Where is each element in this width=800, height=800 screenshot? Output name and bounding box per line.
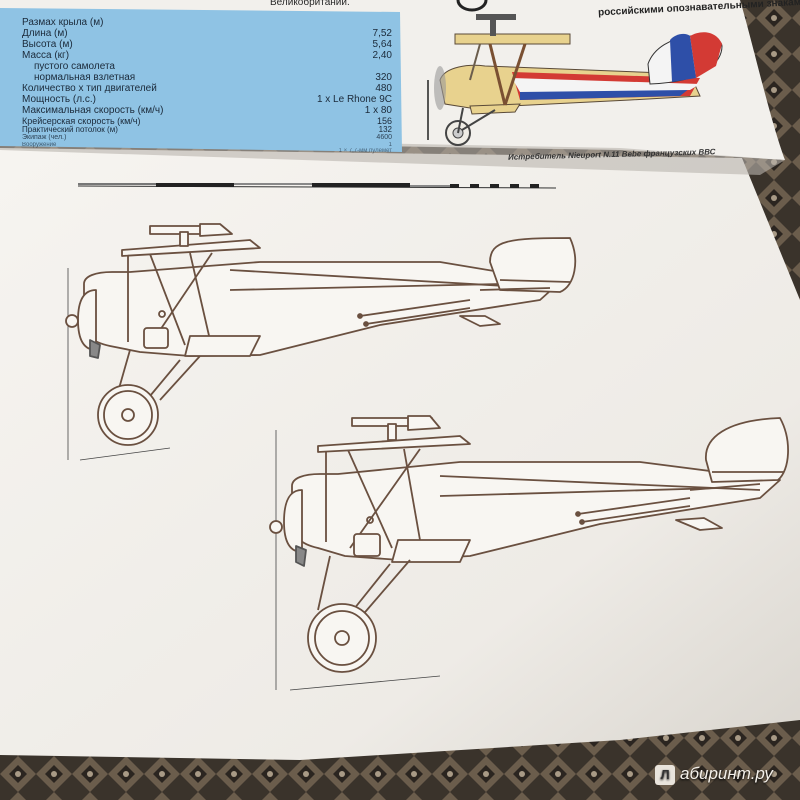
spec-label: пустого самолета (34, 61, 115, 72)
spec-label: Мощность (л.с.) (22, 94, 96, 105)
spec-label: нормальная взлетная (34, 72, 136, 83)
spec-label: Практический потолок (м) (22, 125, 118, 134)
watermark-text: абиринт.ру (680, 764, 773, 783)
line-drawing-aircraft-2 (269, 415, 789, 691)
scale-bar (77, 183, 557, 189)
spec-label: Максимальная скорость (км/ч) (22, 105, 164, 116)
spec-value: 320 (375, 72, 392, 83)
main-page (0, 148, 800, 760)
spec-label: Высота (м) (22, 39, 73, 50)
spec-value: 156 (376, 116, 392, 126)
watermark-logo-icon: Л (655, 764, 675, 785)
spec-value: 132 (378, 125, 392, 134)
spec-value: 5,64 (372, 39, 392, 50)
spec-label: Вооружение (22, 142, 57, 148)
spec-value: 2,40 (372, 50, 392, 61)
spec-label: Количество х тип двигателей (22, 83, 157, 94)
spec-label: Крейсерская скорость (км/ч) (22, 116, 141, 126)
color-profile-aircraft (427, 14, 723, 146)
spec-title-label: Размах крыла (м) (22, 17, 104, 28)
spec-value: 480 (375, 83, 392, 94)
spec-panel (0, 8, 402, 152)
spec-value: 1 (388, 142, 392, 148)
section-marker (456, 0, 488, 12)
spec-value: 1 × 7,7-мм пулемет (338, 148, 392, 154)
spec-value: 7,52 (372, 28, 392, 39)
spec-value: 1 x 80 (364, 105, 392, 116)
spec-value: 4600 (376, 134, 392, 141)
spec-value: 1 x Le Rhone 9C (316, 94, 392, 105)
spec-label: Масса (кг) (22, 50, 70, 61)
line-drawing-aircraft-1 (65, 223, 577, 461)
top-left-fragment: Великобритании. (270, 0, 350, 8)
spec-label: Экипаж (чел.) (22, 134, 67, 141)
spec-label: Длина (м) (22, 28, 68, 39)
